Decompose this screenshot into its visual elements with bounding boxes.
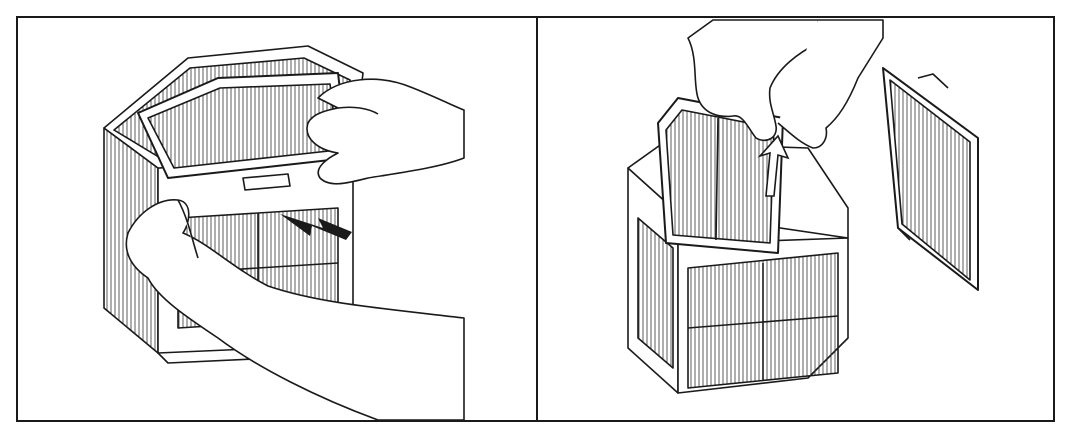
panel-divider (536, 18, 538, 420)
insert-filter-illustration (103, 45, 465, 420)
panel-insert-filter (18, 18, 536, 420)
panel-remove-filter (538, 18, 1053, 420)
remove-filter-illustration (627, 19, 979, 394)
figure-frame (16, 16, 1055, 422)
